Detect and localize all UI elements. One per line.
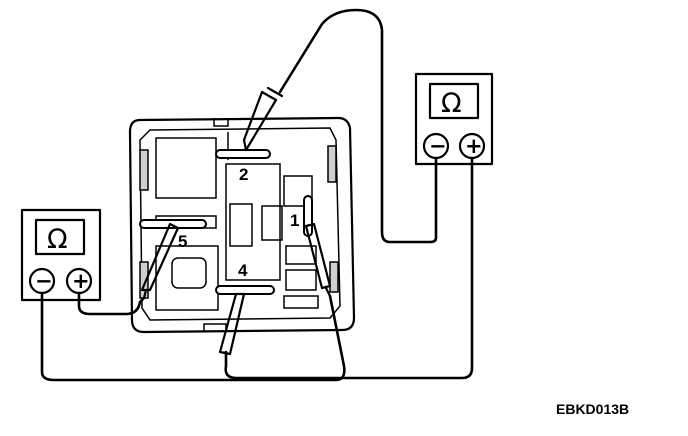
terminal-label-2: 2 [239, 165, 248, 184]
lead-right-plus [224, 156, 474, 380]
left-ohmmeter: Ω − + [20, 208, 102, 302]
right-plus-sign: + [465, 134, 483, 158]
figure-code: EBKD013B [556, 401, 629, 417]
probe-terminal-5 [140, 222, 180, 300]
terminal-label-1: 1 [290, 211, 299, 230]
lead-left-plus [77, 291, 146, 316]
left-minus-sign: − [35, 269, 53, 293]
left-plus-sign: + [72, 269, 90, 293]
terminal-blade-2 [215, 149, 271, 159]
right-ohmmeter: Ω − + [414, 72, 494, 166]
probe-terminal-2 [242, 86, 284, 152]
probe-terminal-4 [218, 292, 246, 356]
lead-right-minus [278, 8, 438, 244]
lead-left-minus [40, 291, 346, 382]
terminal-blade-4 [215, 285, 275, 295]
relay-housing [128, 116, 356, 334]
right-minus-sign: − [429, 134, 447, 158]
probe-terminal-1 [304, 222, 332, 298]
terminal-label-4: 4 [238, 261, 248, 280]
terminal-blade-5 [139, 219, 207, 229]
test-leads [40, 8, 474, 382]
left-ohm-symbol: Ω [47, 224, 68, 255]
right-ohm-symbol: Ω [441, 88, 462, 119]
relay-inner-components [155, 132, 319, 311]
terminal-label-5: 5 [178, 232, 187, 251]
